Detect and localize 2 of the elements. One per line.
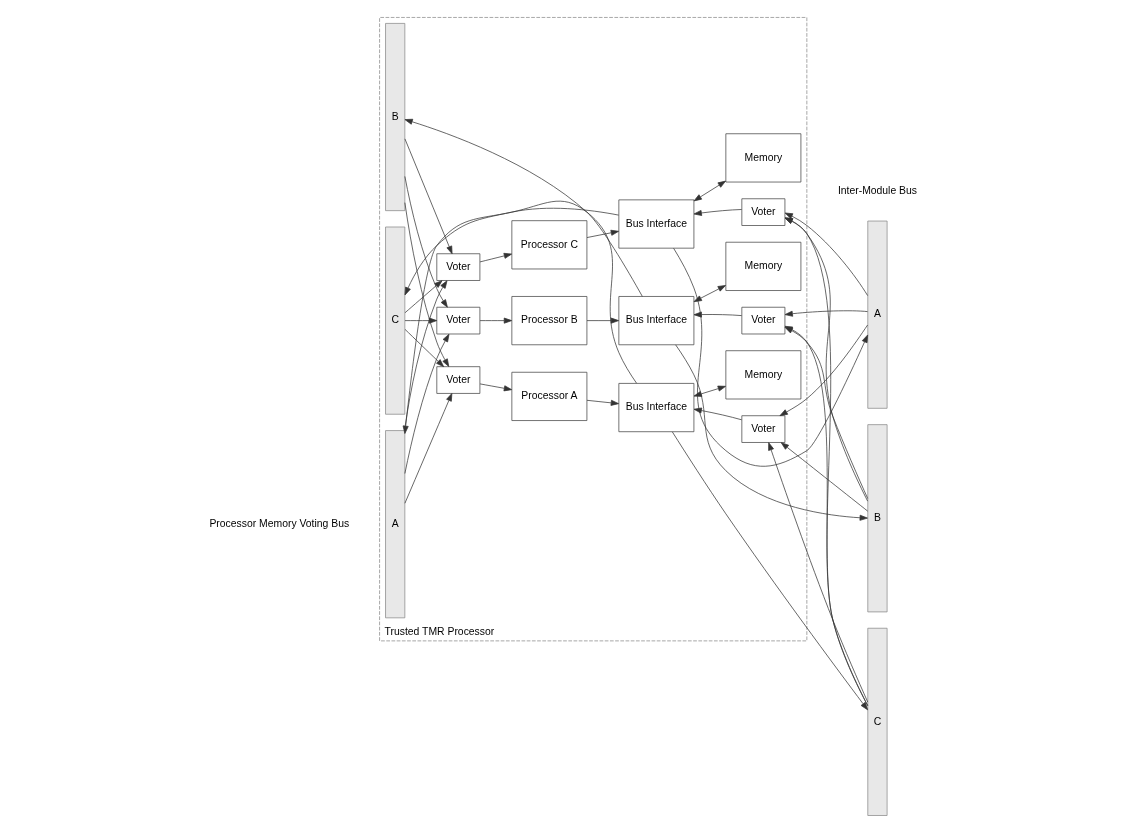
label: Processor Memory Voting Bus xyxy=(208,517,349,529)
label: Inter-Module Bus xyxy=(837,185,917,197)
